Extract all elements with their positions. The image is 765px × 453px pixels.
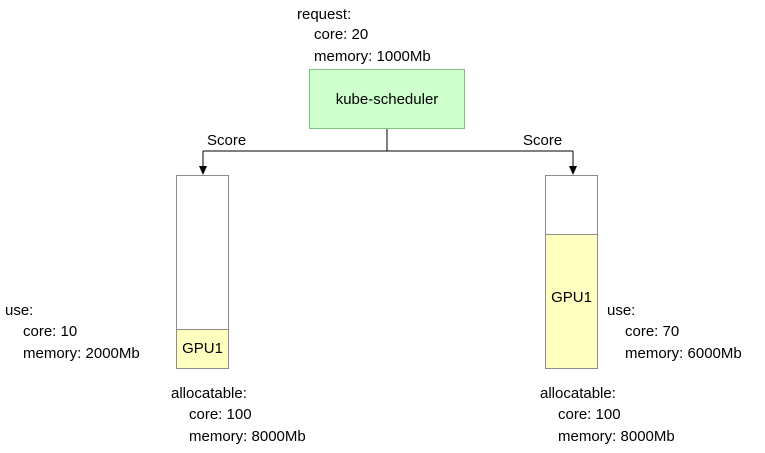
allocatable-memory-right: memory: 8000Mb: [558, 428, 675, 445]
use-core-right: core: 70: [625, 323, 680, 340]
use-memory-right: memory: 6000Mb: [625, 345, 742, 362]
node-column-left: GPU1: [176, 175, 229, 369]
kube-scheduler-box: kube-scheduler: [309, 69, 465, 129]
gpu-label-left: GPU1: [182, 340, 223, 358]
gpu-usage-fill-left: GPU1: [177, 328, 228, 368]
request-memory: memory: 1000Mb: [314, 48, 431, 65]
allocatable-memory-left: memory: 8000Mb: [189, 428, 306, 445]
use-memory-left: memory: 2000Mb: [23, 345, 140, 362]
request-heading: request:: [297, 6, 352, 23]
gpu-label-right: GPU1: [551, 288, 592, 306]
kube-scheduler-label: kube-scheduler: [335, 90, 439, 108]
score-label-right: Score: [523, 132, 563, 149]
gpu-usage-fill-right: GPU1: [546, 233, 597, 368]
allocatable-core-right: core: 100: [558, 406, 621, 423]
allocatable-heading-left: allocatable:: [171, 385, 247, 402]
node-column-right: GPU1: [545, 175, 598, 369]
use-core-left: core: 10: [23, 323, 78, 340]
right-arrowhead: [569, 166, 577, 175]
score-label-left: Score: [207, 132, 247, 149]
allocatable-heading-right: allocatable:: [540, 385, 616, 402]
request-core: core: 20: [314, 26, 369, 43]
use-heading-left: use:: [5, 302, 34, 319]
use-heading-right: use:: [607, 302, 636, 319]
left-arrowhead: [199, 166, 207, 175]
allocatable-core-left: core: 100: [189, 406, 252, 423]
